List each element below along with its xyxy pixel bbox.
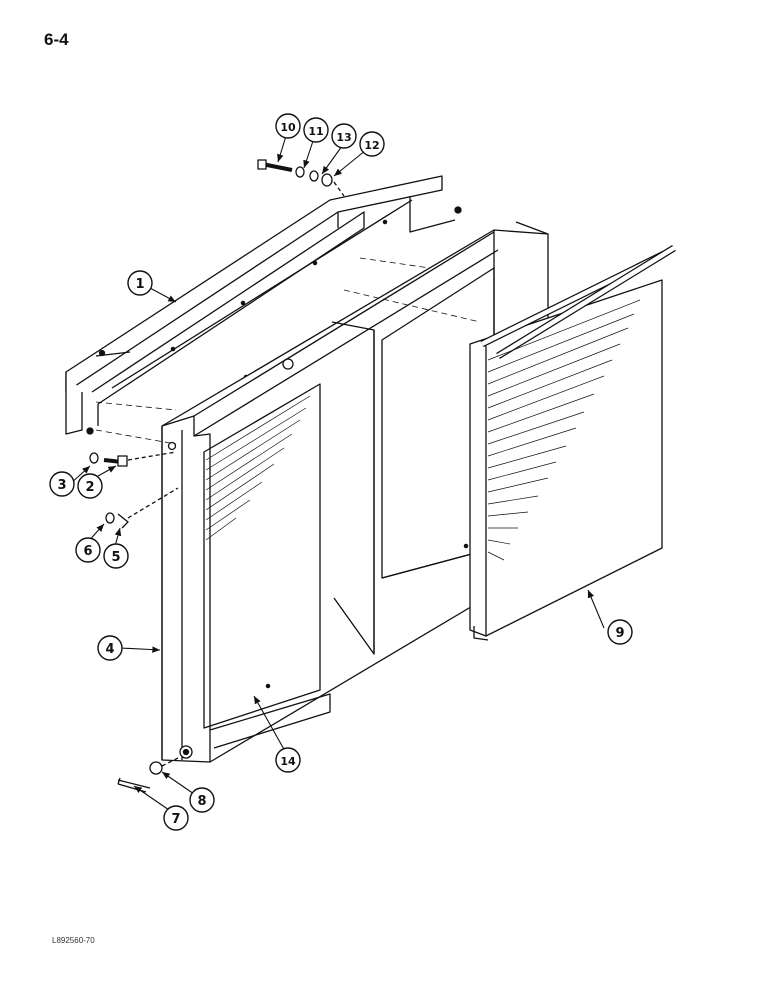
callout-10: 10 [275, 113, 301, 139]
top-hardware [257, 159, 345, 197]
radiator-core-fins [487, 299, 641, 561]
callout-14: 14 [275, 747, 301, 773]
callout-12: 12 [359, 131, 385, 157]
callout-label: 12 [364, 139, 379, 152]
callout-13: 13 [331, 123, 357, 149]
assembly-guide-lines [95, 257, 481, 445]
callouts: 1 2 3 4 5 6 7 8 [49, 113, 633, 831]
callout-label: 2 [85, 480, 94, 495]
callout-2: 2 [77, 473, 103, 499]
callout-1: 1 [127, 270, 153, 296]
callout-label: 7 [171, 812, 180, 827]
callout-9: 9 [607, 619, 633, 645]
callout-label: 4 [105, 642, 114, 657]
callout-label: 3 [57, 478, 66, 493]
callout-label: 6 [83, 544, 92, 559]
side-hardware-lower [105, 487, 179, 529]
callout-5: 5 [103, 543, 129, 569]
side-hardware-upper [89, 451, 177, 467]
callout-8: 8 [189, 787, 215, 813]
callout-3: 3 [49, 471, 75, 497]
callout-label: 8 [197, 794, 206, 809]
callout-label: 14 [280, 755, 296, 768]
callout-label: 13 [336, 131, 351, 144]
top-bracket [65, 175, 462, 435]
callout-label: 9 [615, 626, 624, 641]
radiator-core [469, 245, 676, 641]
callout-label: 5 [111, 550, 120, 565]
frame-fin-texture [205, 395, 311, 541]
page-number: 6-4 [44, 30, 69, 49]
callout-11: 11 [303, 117, 329, 143]
callout-6: 6 [75, 537, 101, 563]
callout-7: 7 [163, 805, 189, 831]
callout-label: 1 [135, 277, 144, 292]
callout-label: 11 [308, 125, 323, 138]
callout-label: 10 [280, 121, 296, 134]
drain-hardware [117, 757, 179, 793]
document-code: L892560-70 [52, 936, 95, 945]
callout-4: 4 [97, 635, 123, 661]
